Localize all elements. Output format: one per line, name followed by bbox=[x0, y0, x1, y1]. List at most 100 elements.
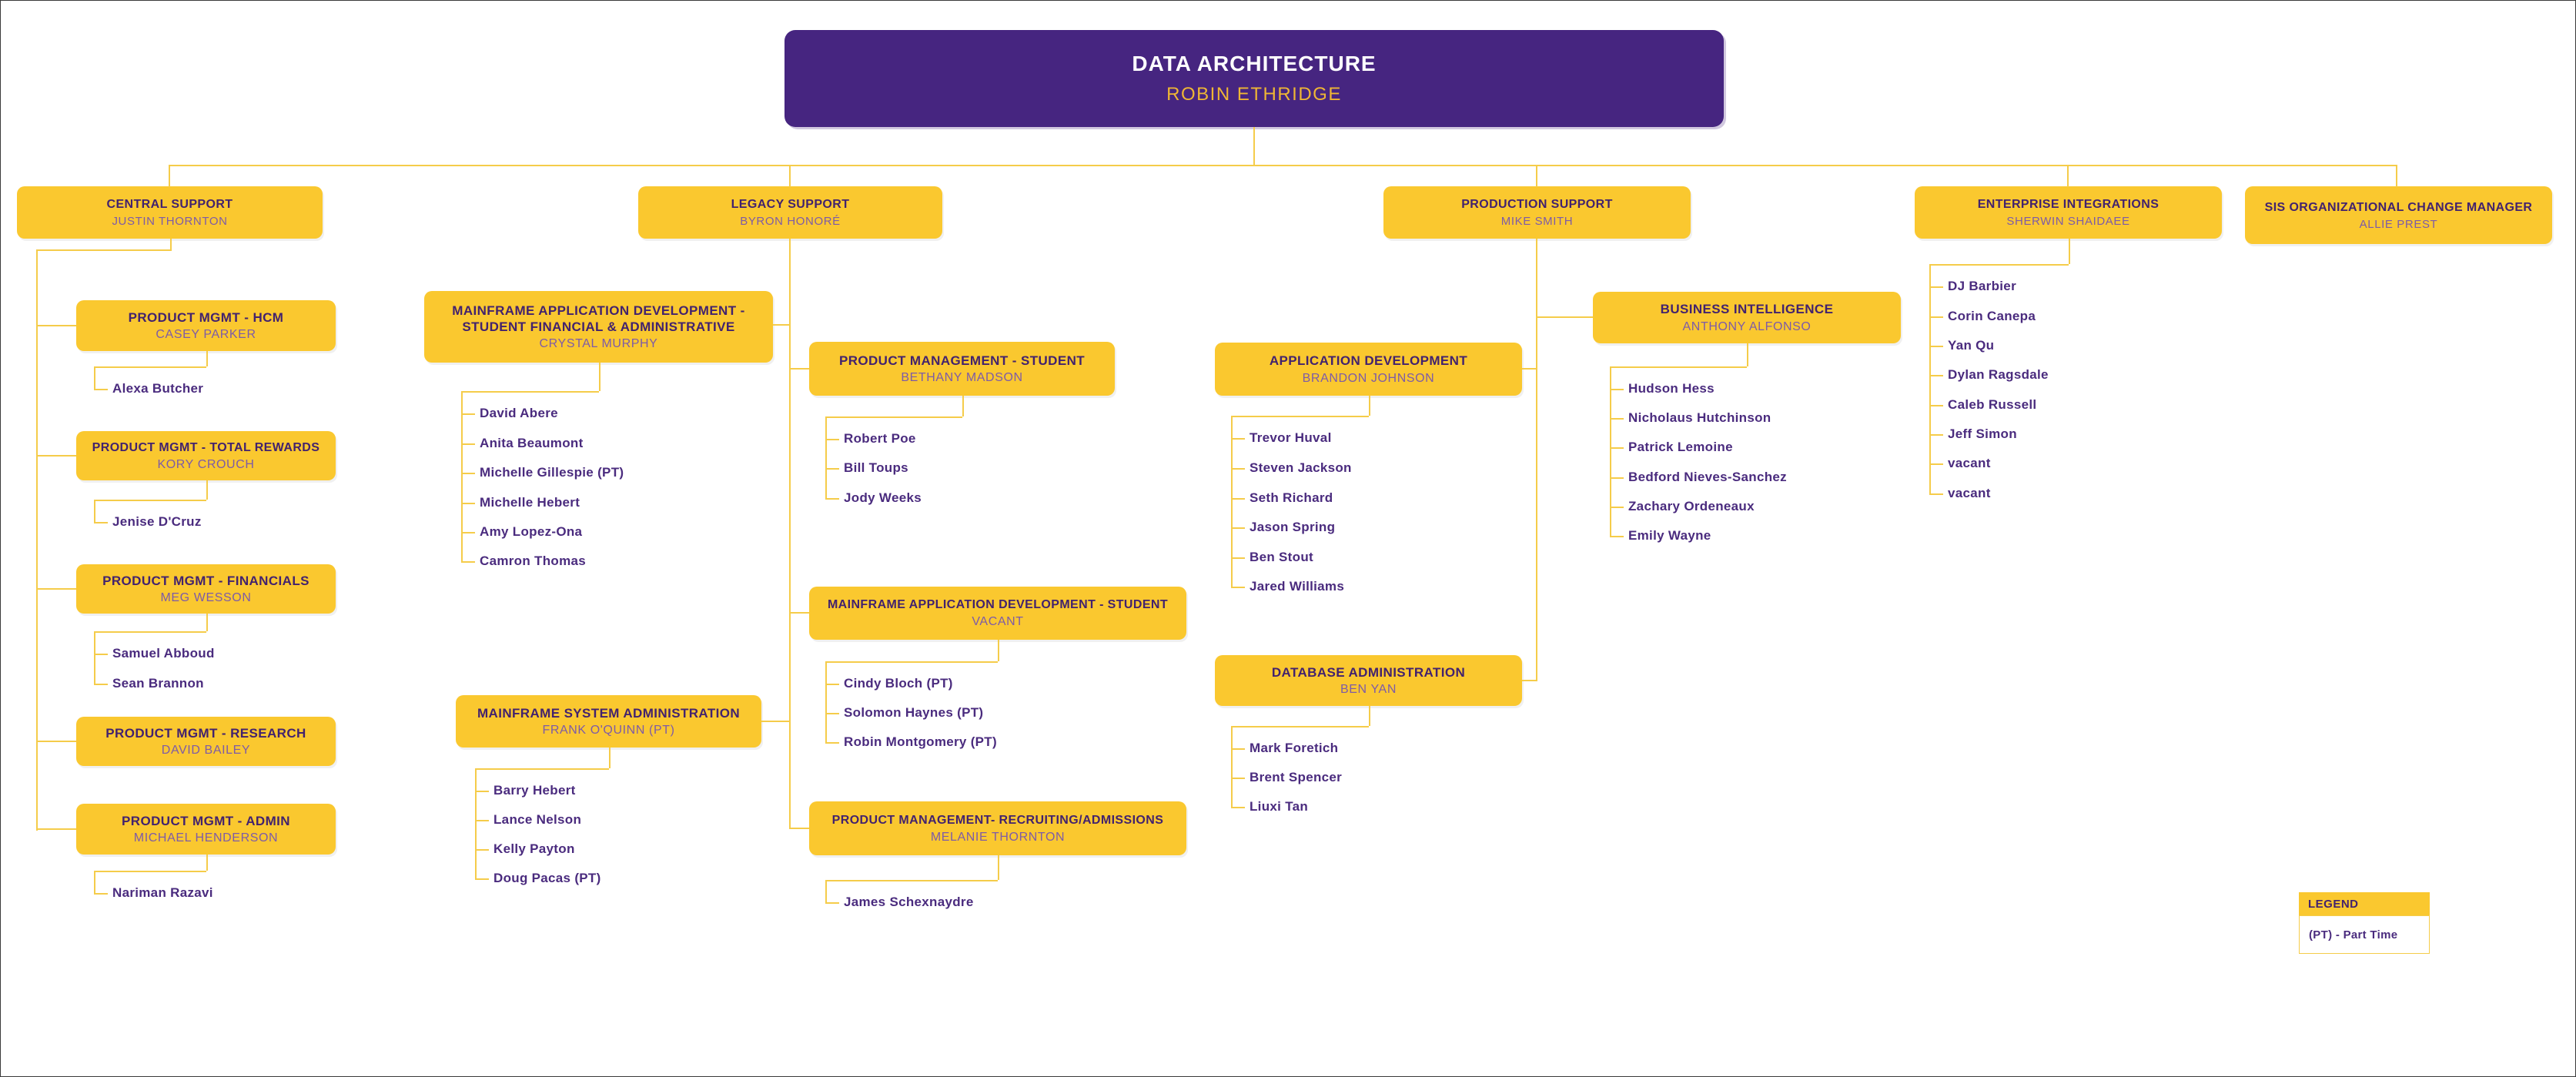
org-box-title: PRODUCT MGMT - FINANCIALS bbox=[102, 573, 309, 588]
member-name: Bill Toups bbox=[844, 460, 908, 475]
member-name: Corin Canepa bbox=[1948, 309, 2036, 323]
member-name: Robert Poe bbox=[844, 431, 916, 446]
connector-line bbox=[169, 165, 2397, 166]
org-box-name: JUSTIN THORNTON bbox=[112, 215, 228, 228]
connector-line bbox=[1369, 706, 1370, 726]
connector-line bbox=[1929, 264, 2069, 266]
connector-line bbox=[94, 366, 95, 390]
org-box-title: PRODUCTION SUPPORT bbox=[1461, 198, 1613, 211]
legend-entry: (PT) - Part Time bbox=[2299, 915, 2430, 954]
member-name: Cindy Bloch (PT) bbox=[844, 676, 953, 691]
connector-line bbox=[1231, 748, 1245, 750]
connector-line bbox=[1610, 389, 1624, 390]
connector-line bbox=[94, 500, 95, 523]
connector-line bbox=[461, 503, 475, 504]
org-box-name: BYRON HONORÉ bbox=[740, 215, 841, 228]
connector-line bbox=[789, 368, 809, 370]
connector-line bbox=[1929, 405, 1943, 406]
member-name: Bedford Nieves-Sanchez bbox=[1628, 470, 1787, 484]
org-box-title: SIS ORGANIZATIONAL CHANGE MANAGER bbox=[2264, 200, 2533, 214]
member-name: Dylan Ragsdale bbox=[1948, 367, 2049, 382]
member-name: Liuxi Tan bbox=[1250, 799, 1309, 814]
member-name: Lance Nelson bbox=[493, 812, 582, 827]
org-box-name: KORY CROUCH bbox=[157, 457, 255, 471]
connector-line bbox=[1231, 726, 1369, 727]
connector-line bbox=[998, 640, 999, 661]
org-box-title: MAINFRAME APPLICATION DEVELOPMENT - STUD… bbox=[452, 303, 745, 334]
connector-line bbox=[1231, 587, 1245, 588]
org-box-name: FRANK O'QUINN (PT) bbox=[542, 724, 675, 738]
org-box-title: CENTRAL SUPPORT bbox=[106, 198, 233, 211]
org-box-name: MIKE SMITH bbox=[1500, 215, 1574, 228]
org-box-title: PRODUCT MGMT - HCM bbox=[128, 309, 284, 325]
connector-line bbox=[1231, 807, 1245, 808]
connector-line bbox=[998, 855, 999, 880]
org-box-dba: DATABASE ADMINISTRATION BEN YAN bbox=[1215, 655, 1522, 706]
org-box-mad_student: MAINFRAME APPLICATION DEVELOPMENT - STUD… bbox=[809, 587, 1186, 640]
connector-line bbox=[1536, 239, 1537, 681]
org-box-name: BEN YAN bbox=[1340, 683, 1397, 697]
connector-line bbox=[94, 654, 108, 655]
org-box-name: MELANIE THORNTON bbox=[930, 830, 1066, 844]
connector-line bbox=[461, 413, 475, 415]
connector-line bbox=[1929, 463, 1943, 465]
connector-line bbox=[36, 249, 38, 831]
org-box-title: APPLICATION DEVELOPMENT bbox=[1269, 353, 1468, 369]
org-box-enterprise: ENTERPRISE INTEGRATIONS SHERWIN SHAIDAEE bbox=[1915, 186, 2222, 239]
connector-line bbox=[1231, 416, 1369, 417]
member-name: Jared Williams bbox=[1250, 579, 1345, 594]
connector-line bbox=[1610, 447, 1624, 449]
org-box-msa: MAINFRAME SYSTEM ADMINISTRATION FRANK O'Q… bbox=[456, 695, 761, 748]
connector-line bbox=[475, 768, 477, 880]
connector-line bbox=[1929, 286, 1943, 288]
connector-line bbox=[461, 443, 475, 445]
connector-line bbox=[825, 439, 839, 440]
connector-line bbox=[94, 893, 108, 895]
org-box-title: PRODUCT MGMT - TOTAL REWARDS bbox=[92, 440, 320, 454]
connector-line bbox=[789, 165, 791, 187]
member-name: Seth Richard bbox=[1250, 490, 1333, 505]
connector-line bbox=[36, 741, 76, 742]
org-box-name: BETHANY MADSON bbox=[901, 371, 1023, 385]
connector-line bbox=[94, 522, 108, 523]
org-box-mad_sfa: MAINFRAME APPLICATION DEVELOPMENT - STUD… bbox=[424, 291, 773, 363]
connector-line bbox=[1929, 493, 1943, 495]
org-box-title: MAINFRAME SYSTEM ADMINISTRATION bbox=[477, 705, 741, 721]
connector-line bbox=[761, 721, 789, 722]
connector-line bbox=[2069, 239, 2070, 264]
connector-line bbox=[2396, 165, 2397, 187]
connector-line bbox=[94, 631, 95, 685]
member-name: Kelly Payton bbox=[493, 841, 575, 856]
member-name: Michelle Gillespie (PT) bbox=[480, 465, 624, 480]
member-name: Zachary Ordeneaux bbox=[1628, 499, 1755, 513]
connector-line bbox=[94, 500, 206, 501]
member-name: vacant bbox=[1948, 456, 1991, 470]
org-box-name: MICHAEL HENDERSON bbox=[133, 831, 279, 845]
member-name: Brent Spencer bbox=[1250, 770, 1343, 784]
org-box-name: SHERWIN SHAIDAEE bbox=[2006, 215, 2130, 228]
connector-line bbox=[94, 389, 108, 390]
connector-line bbox=[94, 631, 206, 633]
connector-line bbox=[206, 351, 208, 366]
connector-line bbox=[1231, 416, 1233, 588]
connector-line bbox=[1929, 316, 1943, 318]
connector-line bbox=[36, 588, 76, 590]
connector-line bbox=[461, 391, 599, 393]
member-name: James Schexnaydre bbox=[844, 895, 974, 909]
connector-line bbox=[1536, 165, 1537, 187]
connector-line bbox=[170, 239, 172, 251]
connector-line bbox=[206, 855, 208, 871]
connector-line bbox=[825, 880, 827, 904]
connector-line bbox=[1929, 346, 1943, 347]
connector-line bbox=[773, 324, 789, 326]
member-name: Ben Stout bbox=[1250, 550, 1313, 564]
connector-line bbox=[36, 325, 76, 326]
org-box-title: DATABASE ADMINISTRATION bbox=[1271, 664, 1466, 680]
member-name: Caleb Russell bbox=[1948, 397, 2037, 412]
org-box-title: ENTERPRISE INTEGRATIONS bbox=[1977, 198, 2159, 211]
member-name: vacant bbox=[1948, 486, 1991, 500]
member-name: Barry Hebert bbox=[493, 783, 576, 798]
